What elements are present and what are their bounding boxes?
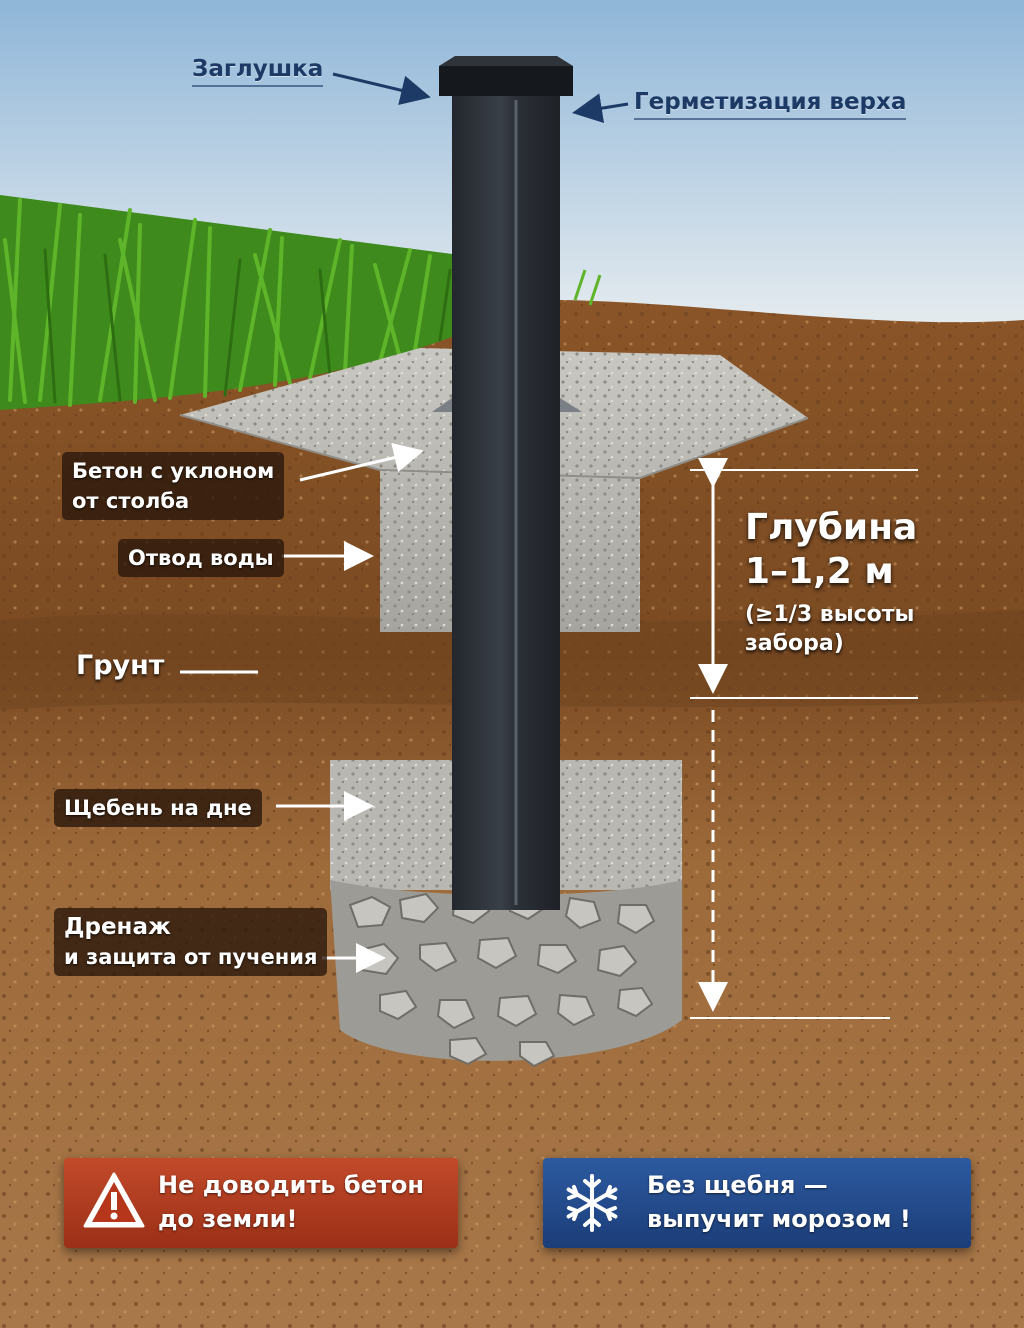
warning-triangle-icon (83, 1172, 145, 1228)
cap-label: Заглушка (192, 56, 324, 87)
depth-title: Глубина (745, 507, 918, 548)
depth-note-line1: (≥1/3 высоты (745, 602, 915, 627)
drainage-label: Дренаж и защита от пучения (54, 908, 328, 976)
soil-label-text: Грунт (76, 650, 165, 681)
post-cap (439, 66, 573, 96)
concrete-slope-line1: Бетон с уклоном (72, 459, 275, 483)
snowflake-icon (566, 1174, 618, 1232)
drainage-line1: Дренаж (64, 914, 171, 940)
gravel-bottom-text: Щебень на дне (64, 796, 252, 820)
warning-banner-frost: Без щебня — выпучит морозом ! (543, 1158, 971, 1248)
water-drain-text: Отвод воды (128, 546, 274, 570)
concrete-slope-line2: от столба (72, 489, 190, 513)
soil-label: Грунт (76, 650, 164, 681)
grass-patch (0, 195, 602, 410)
metal-post (432, 56, 582, 910)
warning-concrete-line1: Не доводить бетон (158, 1171, 424, 1199)
water-drain-label: Отвод воды (118, 539, 284, 577)
warning-frost-line2: выпучит морозом ! (647, 1205, 911, 1233)
depth-label: Глубина 1–1,2 м (≥1/3 высоты забора) (745, 506, 917, 658)
top-seal-label-text: Герметизация верха (634, 89, 907, 115)
depth-dimension (690, 458, 918, 1019)
warning-frost-line1: Без щебня — (647, 1171, 828, 1199)
top-seal-label: Герметизация верха (634, 89, 907, 120)
cap-label-text: Заглушка (192, 56, 324, 82)
depth-note-line2: забора) (745, 631, 844, 656)
drainage-line2: и защита от пучения (64, 945, 318, 969)
leader-arrows (180, 72, 629, 973)
depth-value: 1–1,2 м (745, 551, 894, 592)
gravel-bottom-label: Щебень на дне (54, 789, 262, 827)
concrete-slope-label: Бетон с уклоном от столба (62, 452, 285, 520)
warning-banner-concrete: Не доводить бетон до земли! (64, 1158, 458, 1248)
warning-concrete-line2: до земли! (158, 1205, 298, 1233)
